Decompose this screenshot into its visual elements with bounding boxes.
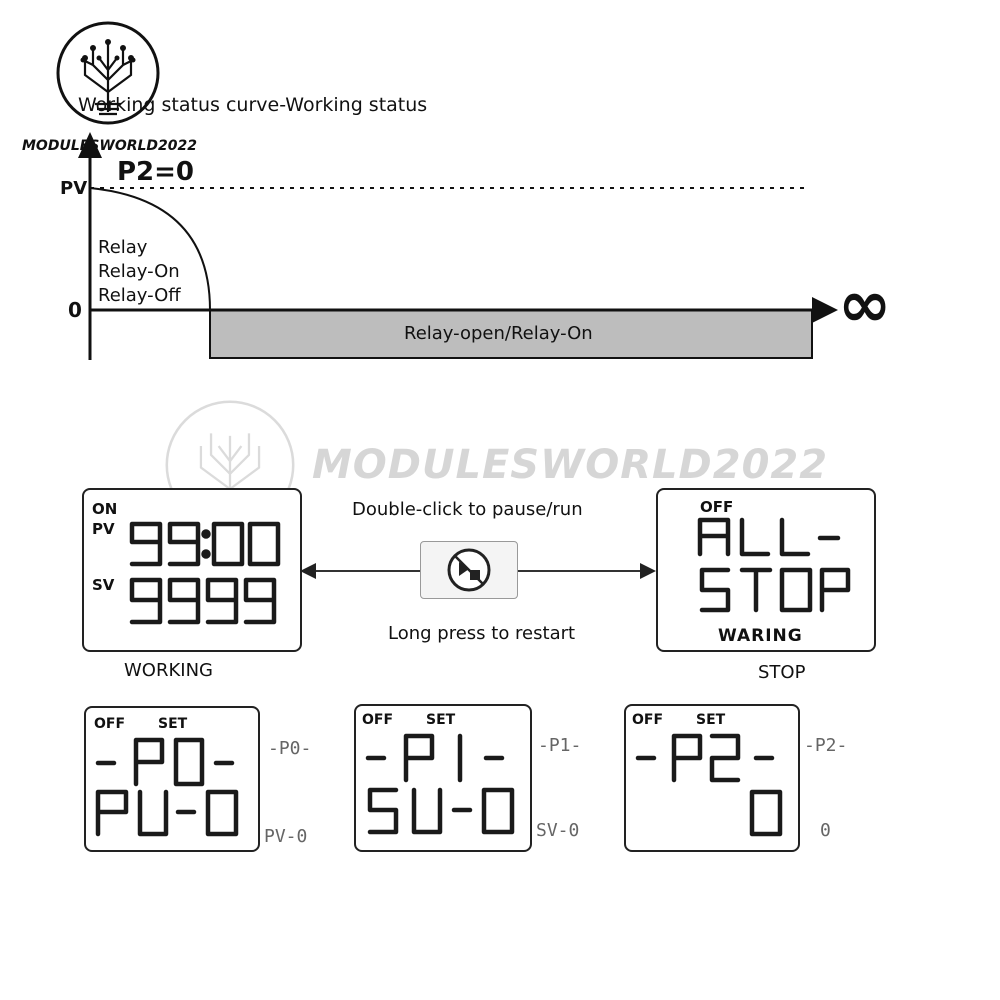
curve-legend: Relay Relay-On Relay-Off	[98, 236, 181, 308]
stop-text	[699, 567, 851, 613]
double-click-label: Double-click to pause/run	[352, 499, 583, 520]
on-indicator: ON	[92, 500, 118, 518]
watermark-text: MODULESWORLD2022	[312, 442, 829, 488]
p2-side-bottom: 0	[820, 820, 831, 841]
p2-off-indicator: OFF	[632, 712, 664, 728]
working-segment-digits	[129, 521, 281, 625]
p2-set-indicator: SET	[696, 712, 726, 728]
stop-caption: STOP	[758, 662, 806, 683]
p0-side-top: -P0-	[268, 738, 312, 759]
p2-display: OFF SET	[624, 704, 800, 852]
pause-run-icon	[447, 548, 491, 592]
brand-logo	[55, 20, 161, 126]
infinity-symbol: ∞	[838, 268, 892, 342]
working-caption: WORKING	[124, 660, 213, 681]
p1-segment-digits	[365, 733, 515, 835]
stop-display: OFF WARING	[656, 488, 876, 652]
flow-arrows	[300, 563, 656, 579]
p2-side-top: -P2-	[804, 735, 848, 756]
p0-segment-digits	[95, 737, 239, 837]
pause-run-button[interactable]	[420, 541, 518, 599]
p0-off-indicator: OFF	[94, 716, 126, 732]
p0-display: OFF SET	[84, 706, 260, 852]
pv-indicator: PV	[92, 520, 115, 538]
brand-text-small: MODULESWORLD2022	[22, 138, 198, 154]
tree-circuit-icon	[56, 21, 160, 125]
decay-curve	[89, 187, 211, 311]
legend-relay-on: Relay-On	[98, 261, 180, 282]
p1-display: OFF SET	[354, 704, 532, 852]
x-axis-arrow	[812, 297, 838, 323]
working-display: ON PV SV	[82, 488, 302, 652]
status-curve-graph	[78, 132, 838, 360]
stop-segment-digits	[697, 517, 851, 613]
p2-label: P2=0	[117, 157, 195, 187]
legend-relay-off: Relay-Off	[98, 285, 181, 306]
sv-indicator: SV	[92, 576, 115, 594]
warning-label: WARING	[718, 626, 803, 646]
legend-relay: Relay	[98, 237, 148, 258]
graph-title: Working status curve-Working status	[78, 94, 428, 116]
sv-digits	[129, 577, 277, 625]
long-press-label: Long press to restart	[388, 623, 576, 644]
off-indicator: OFF	[700, 498, 734, 516]
p1-set-indicator: SET	[426, 712, 456, 728]
p1-side-bottom: SV-0	[536, 820, 580, 841]
all-dash-text	[697, 517, 841, 557]
p2-segment-digits	[635, 733, 783, 837]
p1-off-indicator: OFF	[362, 712, 394, 728]
relay-on-bar	[209, 309, 813, 359]
y-label-pv: PV	[60, 178, 88, 199]
bar-label: Relay-open/Relay-On	[404, 323, 593, 344]
y-axis-arrow	[78, 132, 102, 158]
p0-set-indicator: SET	[158, 716, 188, 732]
pv-digits	[129, 521, 281, 567]
p1-side-top: -P1-	[538, 735, 582, 756]
p0-side-bottom: PV-0	[264, 826, 308, 847]
y-label-zero: 0	[68, 298, 82, 322]
